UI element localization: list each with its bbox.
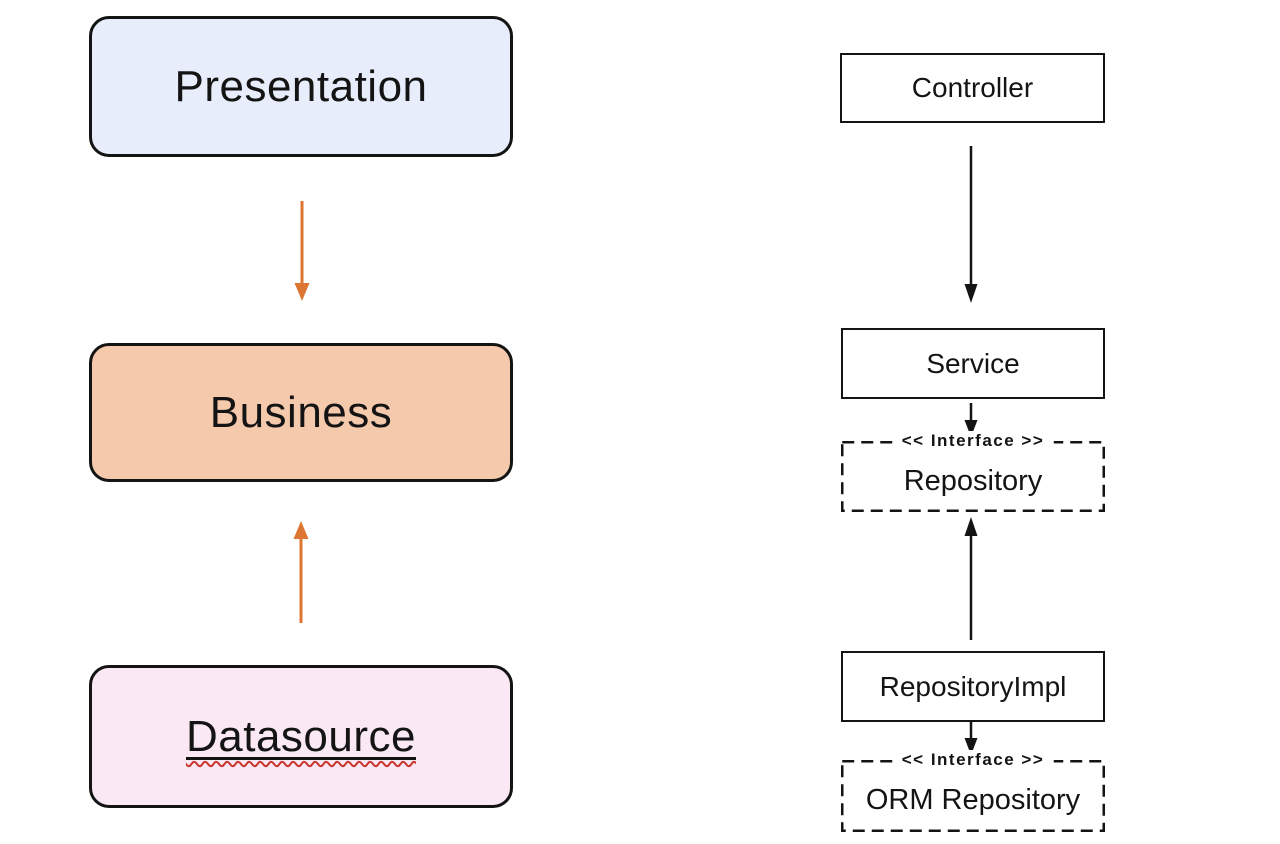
controller-label: Controller <box>911 72 1034 103</box>
arrow-datasource-to-business-icon <box>293 521 309 623</box>
presentation-layer-label: Presentation <box>174 61 428 111</box>
presentation-layer-box: Presentation <box>89 16 513 157</box>
arrow-controller-to-service-icon <box>964 146 978 303</box>
service-box: Service <box>841 328 1105 399</box>
orm-repository-interface-box: << Interface >> ORM Repository <box>841 750 1105 832</box>
datasource-layer-box: Datasource <box>89 665 513 808</box>
arrow-repositoryimpl-to-orm-icon <box>964 722 978 755</box>
dashed-border <box>841 441 1105 512</box>
orm-repository-stereotype-label: << Interface >> <box>892 750 1054 770</box>
repository-label: Repository <box>903 464 1043 497</box>
dashed-border <box>841 760 1105 832</box>
controller-box: Controller <box>840 53 1105 123</box>
arrow-repositoryimpl-to-repository-icon <box>964 517 978 640</box>
arrow-service-to-repository-icon <box>964 403 978 437</box>
business-layer-box: Business <box>89 343 513 482</box>
repositoryimpl-box: RepositoryImpl <box>841 651 1105 722</box>
orm-repository-label: ORM Repository <box>865 784 1081 816</box>
repositoryimpl-label: RepositoryImpl <box>879 670 1067 702</box>
business-layer-label: Business <box>209 387 393 437</box>
datasource-layer-label-text: Datasource <box>185 711 416 761</box>
repository-interface-box: << Interface >> Repository <box>841 431 1105 512</box>
datasource-layer-label: Datasource <box>186 712 416 762</box>
repository-stereotype-label: << Interface >> <box>892 431 1054 451</box>
arrow-presentation-to-business-icon <box>294 201 310 301</box>
service-label: Service <box>926 347 1020 379</box>
